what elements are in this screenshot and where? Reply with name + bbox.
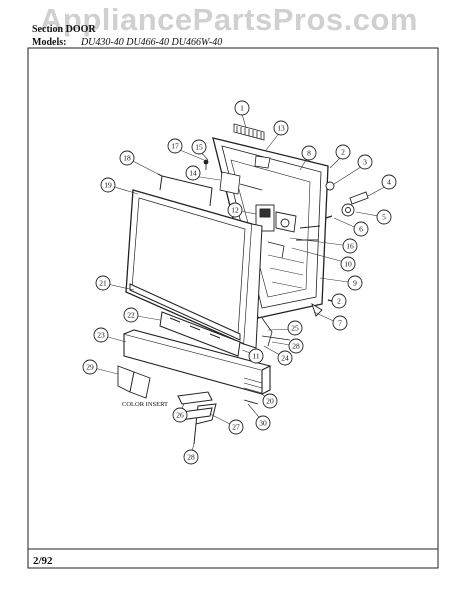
callout-circle-15 (191, 139, 207, 155)
models-heading: Models: DU430-40 DU466-40 DU466W-40 (32, 37, 222, 48)
callout-circle-12 (227, 202, 243, 218)
callout-circle-5 (376, 209, 392, 225)
callout-circle-22 (123, 307, 139, 323)
callout-circle-13 (273, 120, 289, 136)
models-list: DU430-40 DU466-40 DU466W-40 (80, 37, 223, 48)
callout-number-22: 22 (127, 311, 135, 320)
callout-number-10: 10 (344, 260, 352, 269)
page-border (27, 47, 439, 569)
callout-circle-29 (82, 359, 98, 375)
callout-circle-18 (119, 150, 135, 166)
section-heading: Section DOOR (32, 24, 96, 35)
callout-number-16: 16 (346, 242, 354, 251)
callout-circle-6 (353, 221, 369, 237)
callout-circle-28 (183, 449, 199, 465)
callout-circle-9 (347, 275, 363, 291)
callout-circle-1 (234, 100, 250, 116)
callout-circle-10 (340, 256, 356, 272)
callout-circle-16 (342, 238, 358, 254)
callout-number-14: 14 (189, 169, 197, 178)
callout-number-25: 25 (291, 324, 299, 333)
callout-circle-8 (301, 145, 317, 161)
hinge-parts (261, 241, 291, 347)
callout-circle-2 (331, 293, 347, 309)
color-insert (117, 365, 151, 399)
callout-number-28: 28 (292, 342, 300, 351)
callout-number-4: 4 (387, 178, 391, 187)
trim-strip (129, 283, 241, 357)
callout-number-28: 28 (187, 453, 195, 462)
callout-circle-23 (93, 327, 109, 343)
callout-number-30: 30 (259, 419, 267, 428)
toe-panel-parts (177, 391, 217, 445)
callout-number-9: 9 (353, 279, 357, 288)
callout-circle-27 (228, 419, 244, 435)
latch-assembly (203, 155, 271, 195)
callout-number-24: 24 (281, 354, 289, 363)
section-label: Section (32, 24, 64, 35)
callout-number-1: 1 (240, 104, 244, 113)
vent-grille (233, 123, 265, 141)
callout-circle-2 (335, 144, 351, 160)
callout-number-2: 2 (341, 148, 345, 157)
callout-number-17: 17 (171, 142, 179, 151)
callout-circle-7 (332, 315, 348, 331)
callout-circle-14 (185, 165, 201, 181)
callout-number-27: 27 (232, 423, 240, 432)
callout-number-20: 20 (266, 397, 274, 406)
callout-number-21: 21 (99, 279, 107, 288)
detergent-cup (255, 204, 297, 233)
callout-circle-24 (277, 350, 293, 366)
hardware (243, 181, 369, 405)
callout-number-29: 29 (86, 363, 94, 372)
callout-circle-20 (262, 393, 278, 409)
callout-circle-4 (381, 174, 397, 190)
color-insert-label: COLOR INSERT (122, 401, 168, 408)
callout-number-26: 26 (176, 411, 184, 420)
callout-number-2: 2 (337, 297, 341, 306)
callout-circle-19 (100, 177, 116, 193)
callout-number-18: 18 (123, 154, 131, 163)
callout-number-7: 7 (338, 319, 342, 328)
callout-number-13: 13 (277, 124, 285, 133)
callout-number-15: 15 (195, 143, 203, 152)
callout-circle-26 (172, 407, 188, 423)
callout-number-19: 19 (104, 181, 112, 190)
callout-number-6: 6 (359, 225, 363, 234)
callout-number-8: 8 (307, 149, 311, 158)
callout-circle-3 (357, 154, 373, 170)
footer-date: 2/92 (33, 555, 53, 567)
callout-number-23: 23 (97, 331, 105, 340)
callout-number-5: 5 (382, 213, 386, 222)
callout-circle-11 (248, 348, 264, 364)
callout-number-11: 11 (252, 352, 259, 361)
callout-number-3: 3 (363, 158, 367, 167)
callout-circle-28 (288, 338, 304, 354)
callout-number-12: 12 (231, 206, 239, 215)
callout-circle-17 (167, 138, 183, 154)
kick-plate (123, 329, 272, 395)
section-value: DOOR (65, 24, 96, 35)
callout-bubbles: 1234567891011121314151617181920212223242… (82, 100, 397, 465)
door-liner (157, 173, 213, 207)
callout-circle-30 (255, 415, 271, 431)
models-label: Models: (32, 37, 67, 48)
callout-circle-25 (287, 320, 303, 336)
callout-circle-21 (95, 275, 111, 291)
